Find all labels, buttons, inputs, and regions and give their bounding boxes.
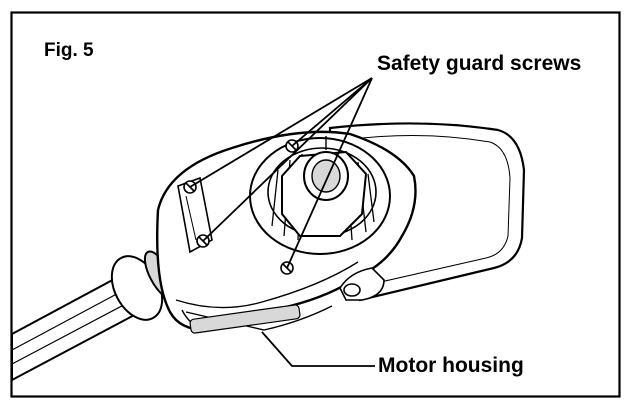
- screws-leader-lines: [189, 77, 373, 269]
- figure-label: Fig. 5: [44, 40, 94, 61]
- motor-housing-leader-line: [261, 331, 375, 367]
- trimmer-shaft: [11, 250, 177, 382]
- cord-latch: [339, 267, 385, 301]
- safety-guard-screws-callout: Safety guard screws: [377, 52, 582, 75]
- motor-housing-callout: Motor housing: [378, 354, 524, 377]
